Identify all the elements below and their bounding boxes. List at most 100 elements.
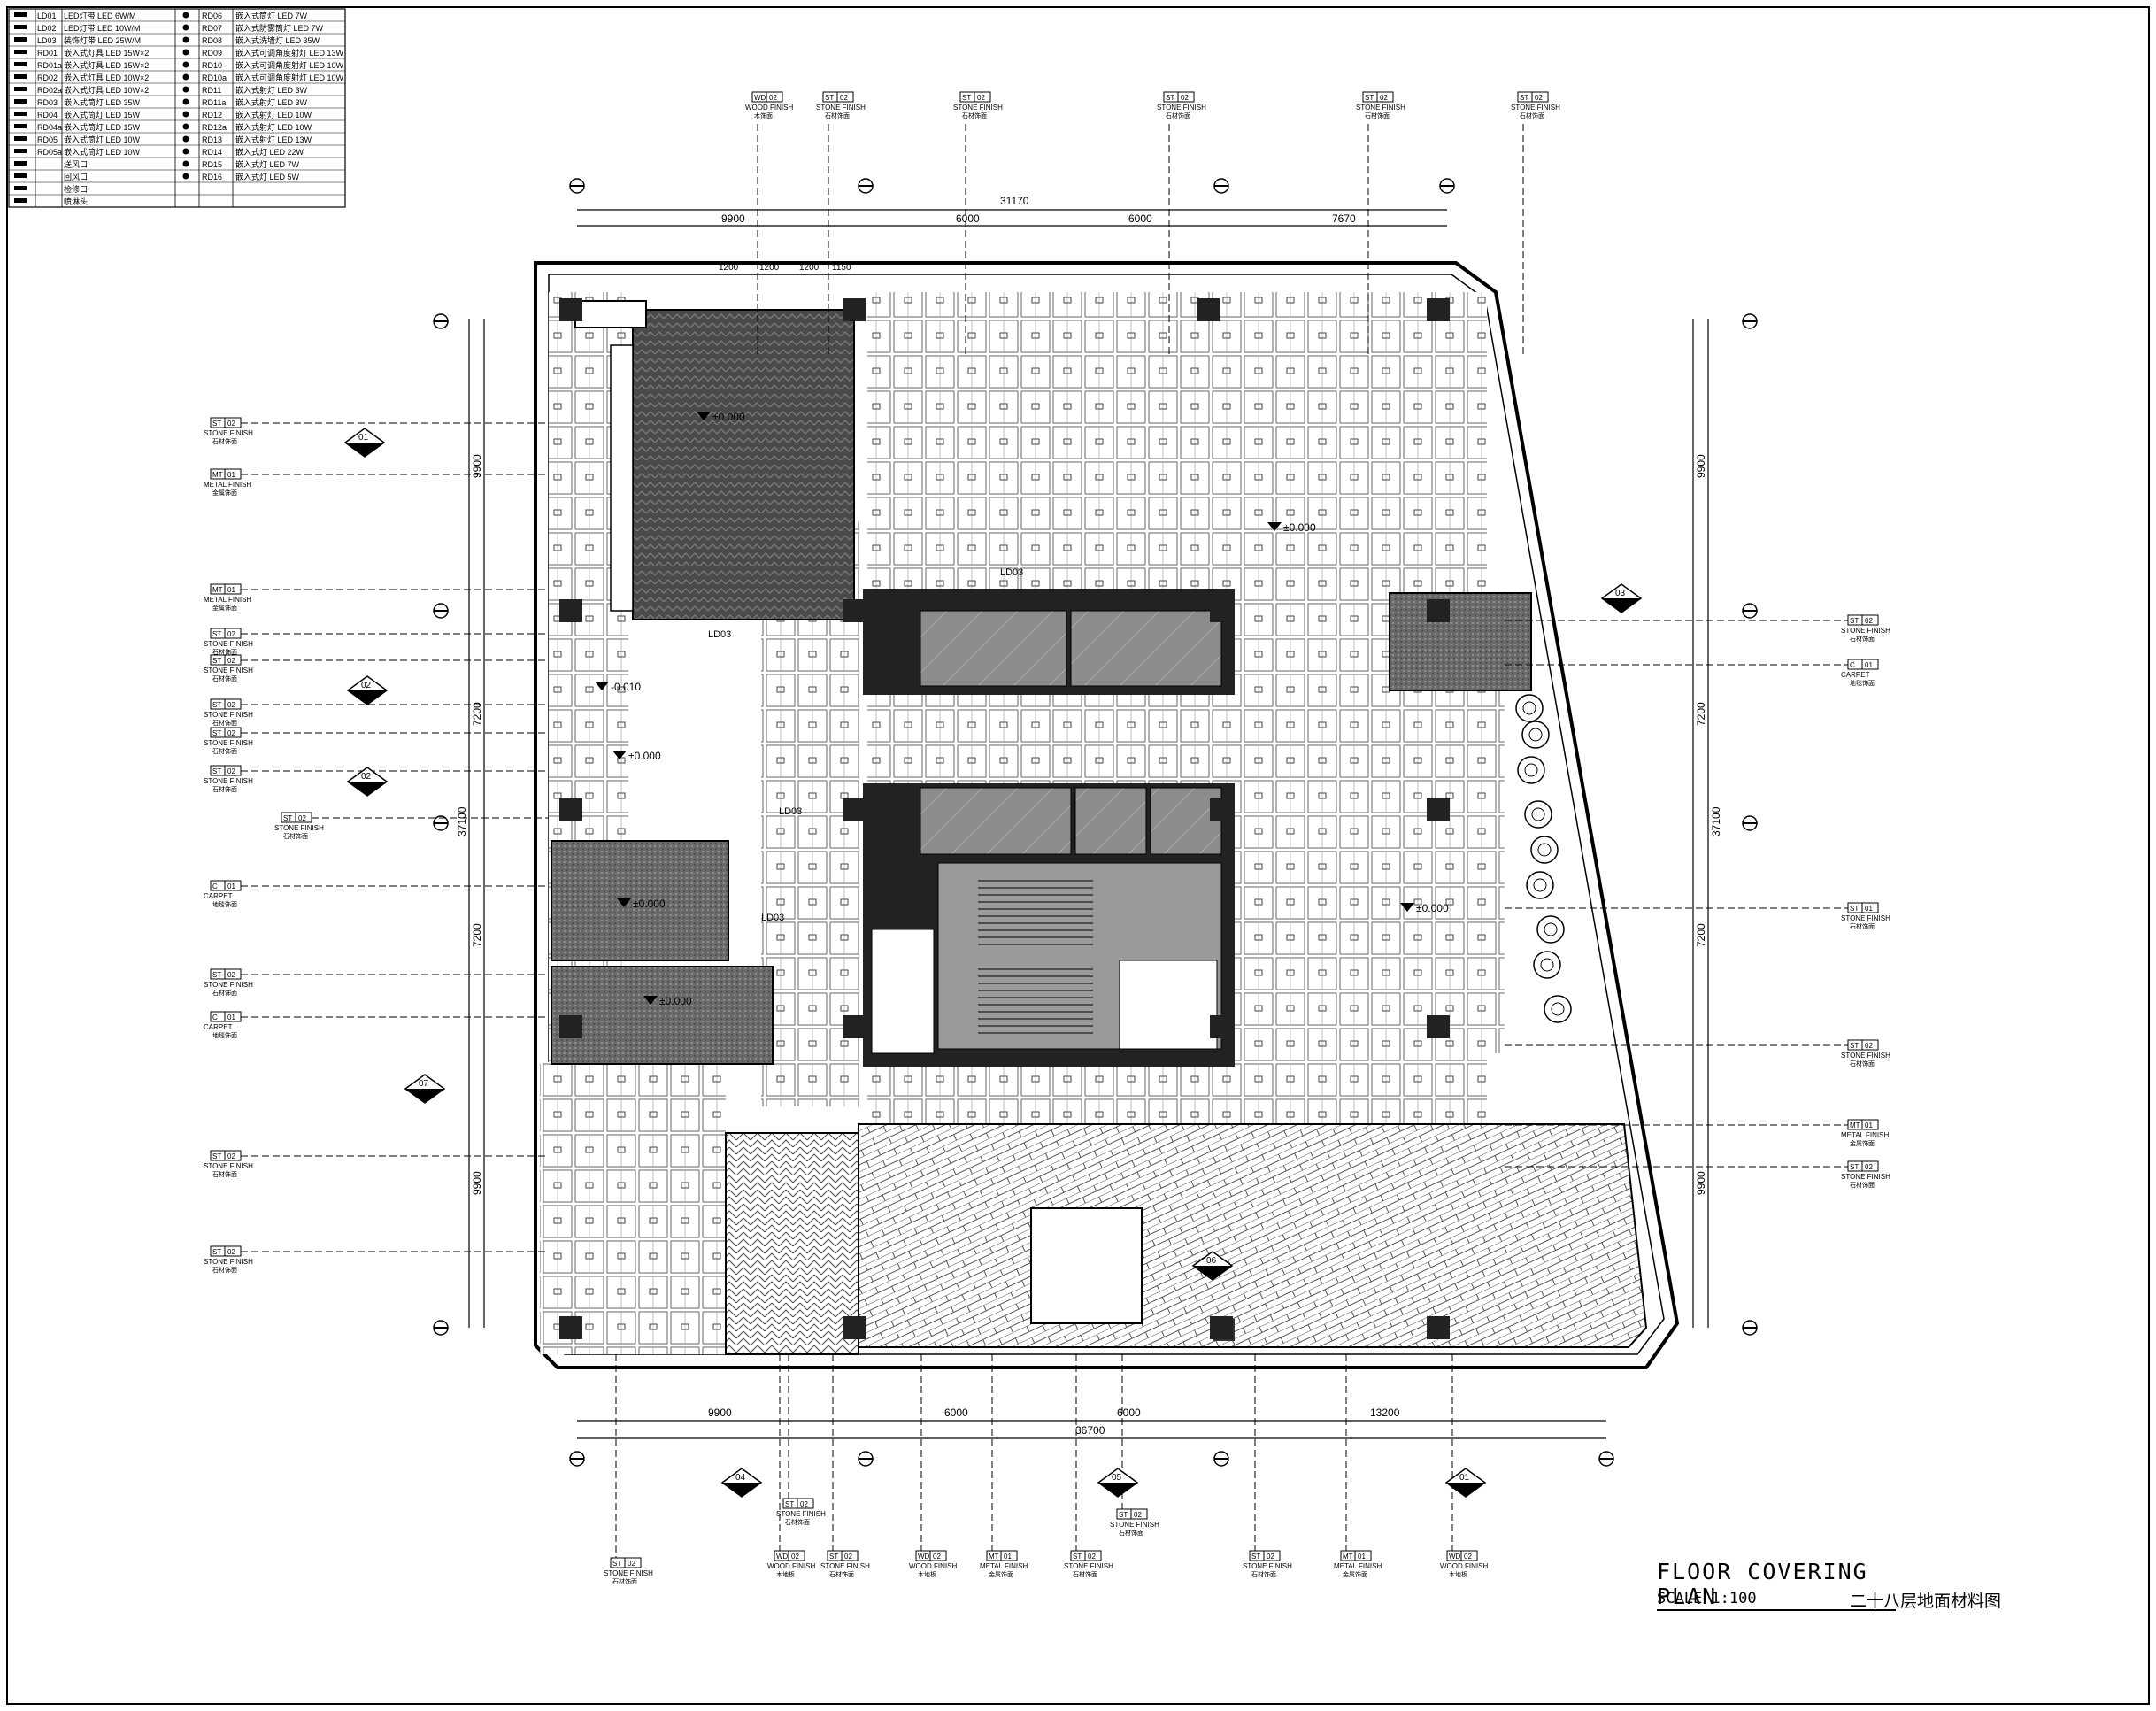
legend-light-icon (182, 86, 189, 93)
dim-right: 7200 (1695, 923, 1707, 947)
dim-top-total: 31170 (1000, 195, 1029, 207)
tag-cn: 石材饰面 (612, 1577, 637, 1585)
carpet-area-2 (551, 966, 774, 1065)
tag-code: ST (785, 1500, 794, 1508)
level-mark-icon (1400, 903, 1414, 912)
tag-num: 02 (800, 1500, 808, 1508)
tag-code: WD (754, 94, 766, 102)
grid-bubble (433, 603, 449, 619)
tag-num: 01 (227, 471, 235, 479)
tag-num: 01 (227, 586, 235, 594)
tag-cn: 金属饰面 (212, 604, 237, 612)
tag-code: ST (1073, 1553, 1082, 1561)
tag-num: 01 (1865, 905, 1873, 913)
dim-top-small: 1150 (832, 263, 851, 273)
tag-en: WOOD FINISH (767, 1562, 815, 1570)
section-marker: 06 (1191, 1251, 1234, 1281)
tag-cn: 木地板 (918, 1570, 936, 1578)
column (559, 1316, 582, 1339)
dim-top-small: 1200 (719, 263, 739, 273)
tag-num: 01 (1865, 1121, 1873, 1129)
legend-code: RD13 (202, 135, 222, 144)
tag-code: MT (989, 1553, 999, 1561)
tag-en: STONE FINISH (204, 640, 253, 648)
legend-code: RD04 (37, 111, 58, 119)
tag-cn: 石材饰面 (212, 674, 237, 682)
tag-cn: 石材饰面 (1166, 112, 1190, 119)
section-marker-label: 05 (1112, 1473, 1122, 1483)
dim-top-small: 1200 (759, 263, 780, 273)
legend-light-icon (182, 12, 189, 19)
tag-code: ST (212, 1248, 221, 1256)
tag-en: STONE FINISH (204, 981, 253, 989)
tag-en: CARPET (204, 892, 233, 900)
tag-cn: 石材饰面 (212, 1266, 237, 1274)
drawing-title: FLOOR COVERING PLAN (1657, 1560, 1896, 1611)
level-mark: ±0.000 (633, 898, 666, 910)
tag-code: ST (1251, 1553, 1260, 1561)
tag-num: 01 (1865, 661, 1873, 669)
tag-en: METAL FINISH (204, 481, 251, 489)
tag-num: 02 (977, 94, 985, 102)
level-mark: ±0.000 (1283, 521, 1316, 534)
column (1210, 599, 1233, 622)
grid-bubble (1439, 178, 1455, 194)
legend-light-icon (182, 135, 189, 143)
level-mark-icon (595, 682, 609, 690)
level-mark: ±0.000 (628, 750, 661, 762)
tag-cn: 木饰面 (754, 112, 773, 119)
dim-bottom: 6000 (944, 1407, 968, 1419)
legend-symbol-icon (14, 50, 27, 54)
grid-bubble (569, 178, 585, 194)
tag-code: WD (776, 1553, 789, 1561)
section-marker: 04 (720, 1468, 763, 1498)
dim-left: 9900 (471, 1171, 483, 1195)
legend-code: RD15 (202, 160, 222, 169)
legend-symbol-icon (14, 112, 27, 116)
legend-light-icon (182, 148, 189, 155)
tag-en: STONE FINISH (820, 1562, 870, 1570)
room-label: LD03 (708, 629, 731, 640)
grid-bubble (1742, 815, 1758, 831)
column (1210, 1015, 1233, 1038)
column (559, 298, 582, 321)
tag-cn: 石材饰面 (829, 1570, 854, 1578)
tag-code: ST (212, 1152, 221, 1160)
tag-code: MT (212, 586, 223, 594)
tag-cn: 石材饰面 (212, 785, 237, 793)
legend-symbol-icon (14, 99, 27, 104)
tag-num: 01 (1004, 1553, 1012, 1561)
legend-code: LD02 (37, 24, 57, 33)
tag-num: 02 (227, 1248, 235, 1256)
legend-desc: 嵌入式灯 LED 7W (235, 159, 300, 169)
tag-en: STONE FINISH (1356, 104, 1405, 112)
legend-code: RD06 (202, 12, 222, 20)
legend-code: RD14 (202, 148, 222, 157)
section-marker-label: 07 (419, 1079, 429, 1089)
grid-bubble (1213, 1451, 1229, 1467)
tag-num: 01 (227, 882, 235, 890)
legend-symbol-icon (14, 74, 27, 79)
legend-light-icon (182, 61, 189, 68)
dim-bottom-total: 36700 (1075, 1424, 1105, 1437)
tag-num: 02 (227, 971, 235, 979)
section-marker: 02 (346, 767, 389, 797)
tag-en: STONE FINISH (1110, 1521, 1159, 1529)
grid-bubble (1598, 1451, 1614, 1467)
tag-code: MT (212, 471, 223, 479)
column (843, 798, 866, 821)
column (559, 599, 582, 622)
tag-en: WOOD FINISH (1440, 1562, 1488, 1570)
tag-cn: 木地板 (1449, 1570, 1467, 1578)
legend-desc: 嵌入式防雾筒灯 LED 7W (235, 23, 324, 33)
legend-light-icon (182, 98, 189, 105)
column (843, 599, 866, 622)
legend-desc: LED灯带 LED 6W/M (64, 12, 136, 20)
tag-en: METAL FINISH (980, 1562, 1028, 1570)
legend-symbol-icon (14, 124, 27, 128)
tag-code: ST (825, 94, 834, 102)
legend-desc: 检修口 (64, 184, 88, 194)
